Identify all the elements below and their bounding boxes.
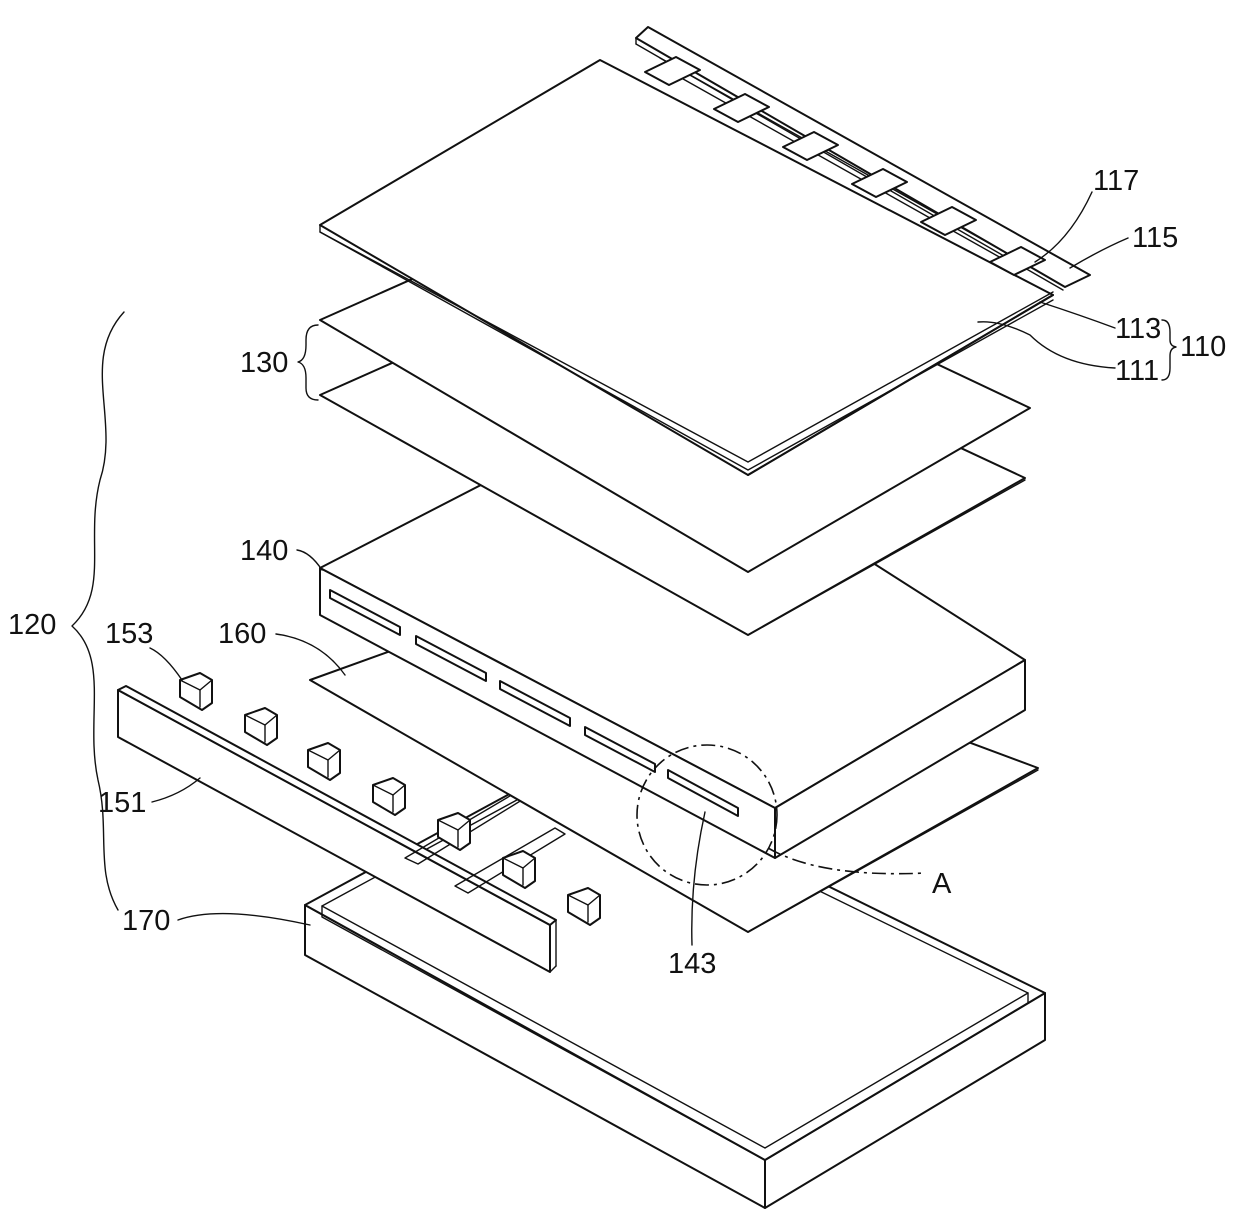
leader-115 [1070,238,1128,268]
label-110: 110 [1180,331,1226,363]
label-117: 117 [1093,165,1139,197]
label-153: 153 [105,618,153,650]
label-160: 160 [218,618,266,650]
leader-160 [276,634,345,675]
leader-140 [297,550,322,570]
brace-130 [298,325,318,400]
led-package [373,778,405,815]
leader-170 [178,914,310,925]
leader-111 [978,322,1115,368]
label-115: 115 [1132,222,1178,254]
label-113: 113 [1115,313,1161,345]
brace-110 [1162,320,1176,380]
label-140: 140 [240,535,288,567]
label-143: 143 [668,948,716,980]
label-a: A [932,868,952,900]
led-package [180,673,212,710]
label-120: 120 [8,609,56,641]
leader-151 [152,778,200,802]
label-170: 170 [122,905,170,937]
label-130: 130 [240,347,288,379]
led-package [245,708,277,745]
leader-153 [150,648,182,680]
brace-120 [72,312,124,910]
led-package [308,743,340,780]
label-111: 111 [1115,355,1159,387]
label-151: 151 [98,787,146,819]
leader-113 [1040,302,1115,328]
